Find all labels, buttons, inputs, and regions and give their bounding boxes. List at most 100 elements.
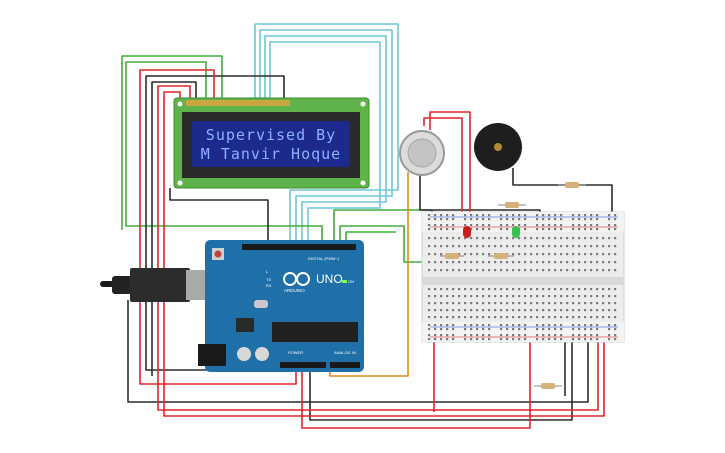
- breadboard-hole: [488, 214, 491, 217]
- breadboard-hole: [584, 218, 587, 221]
- breadboard-hole: [596, 324, 599, 327]
- wire-cyan-2[interactable]: [259, 29, 393, 245]
- breadboard-hole: [482, 309, 485, 312]
- red-led[interactable]: [463, 226, 471, 238]
- breadboard-hole: [512, 261, 515, 264]
- breadboard-hole: [464, 261, 467, 264]
- breadboard-hole: [434, 316, 437, 319]
- resistor[interactable]: [440, 253, 464, 259]
- resistor[interactable]: [558, 182, 586, 188]
- lcd-mount-hole: [177, 101, 183, 107]
- breadboard-hole: [494, 245, 497, 248]
- breadboard-hole: [536, 214, 539, 217]
- usb-cable[interactable]: [100, 268, 212, 302]
- breadboard-hole: [470, 218, 473, 221]
- breadboard-hole: [536, 334, 539, 337]
- breadboard-hole: [452, 237, 455, 240]
- breadboard-hole: [434, 328, 437, 331]
- breadboard-hole: [584, 309, 587, 312]
- breadboard-hole: [446, 295, 449, 298]
- breadboard-hole: [452, 309, 455, 312]
- breadboard-hole: [452, 334, 455, 337]
- wire-cyan-1[interactable]: [254, 23, 399, 245]
- breadboard-hole: [452, 214, 455, 217]
- breadboard-hole: [494, 261, 497, 264]
- breadboard-hole: [596, 302, 599, 305]
- wire-green-lcd[interactable]: [125, 61, 323, 245]
- breadboard-hole: [560, 334, 563, 337]
- wire-red-sensor-2[interactable]: [429, 111, 471, 232]
- breadboard-hole: [596, 245, 599, 248]
- breadboard-hole: [512, 214, 515, 217]
- wire-black-lcd[interactable]: [145, 75, 300, 371]
- wire-red-lcd-2[interactable]: [157, 85, 599, 411]
- breadboard-hole: [512, 224, 515, 227]
- breadboard-hole: [512, 288, 515, 291]
- breadboard-hole: [440, 261, 443, 264]
- breadboard-hole: [476, 228, 479, 231]
- breadboard-hole: [572, 228, 575, 231]
- breadboard-hole: [518, 224, 521, 227]
- breadboard-hole: [500, 269, 503, 272]
- breadboard-hole: [578, 253, 581, 256]
- wire-black-gnd[interactable]: [127, 300, 589, 403]
- atmega-chip: [272, 322, 358, 342]
- wire-black-lcd-3[interactable]: [169, 188, 269, 245]
- wire-black-lcd-2[interactable]: [151, 81, 197, 376]
- breadboard-hole: [500, 316, 503, 319]
- breadboard-hole: [464, 269, 467, 272]
- wire-cyan-4[interactable]: [269, 41, 381, 245]
- breadboard-hole: [572, 253, 575, 256]
- wire-red-sensor[interactable]: [423, 117, 463, 232]
- piezo-buzzer[interactable]: [474, 123, 522, 171]
- breadboard-hole: [608, 261, 611, 264]
- breadboard-hole: [590, 228, 593, 231]
- breadboard-hole: [602, 288, 605, 291]
- breadboard-hole: [596, 214, 599, 217]
- breadboard-hole: [524, 324, 527, 327]
- breadboard-hole: [578, 288, 581, 291]
- arduino-brand-label: ARDUINO: [284, 288, 305, 293]
- breadboard-hole: [452, 316, 455, 319]
- resistor[interactable]: [498, 202, 526, 208]
- breadboard-hole: [566, 245, 569, 248]
- wire-green-lcd-2[interactable]: [121, 55, 223, 230]
- breadboard-hole: [602, 245, 605, 248]
- breadboard-hole: [494, 302, 497, 305]
- breadboard-hole: [476, 288, 479, 291]
- wire-red-5v[interactable]: [301, 322, 531, 429]
- breadboard-hole: [428, 309, 431, 312]
- breadboard-hole: [428, 295, 431, 298]
- breadboard-hole: [548, 309, 551, 312]
- resistor[interactable]: [488, 253, 514, 259]
- breadboard-hole: [506, 214, 509, 217]
- breadboard-hole: [572, 309, 575, 312]
- breadboard-hole: [542, 253, 545, 256]
- breadboard-hole: [500, 237, 503, 240]
- breadboard-hole: [518, 295, 521, 298]
- wire-black-gnd-2[interactable]: [309, 322, 573, 421]
- breadboard-hole: [566, 261, 569, 264]
- breadboard-hole: [536, 218, 539, 221]
- wire-cyan-3[interactable]: [264, 35, 387, 245]
- breadboard-hole: [590, 324, 593, 327]
- resistor[interactable]: [534, 383, 562, 389]
- breadboard-trench: [422, 277, 624, 285]
- breadboard-hole: [524, 261, 527, 264]
- breadboard-hole: [548, 237, 551, 240]
- breadboard-hole: [428, 253, 431, 256]
- wire-red-lcd[interactable]: [139, 69, 297, 385]
- gas-sensor[interactable]: [399, 130, 445, 176]
- breadboard-hole: [458, 245, 461, 248]
- breadboard-hole: [578, 245, 581, 248]
- breadboard[interactable]: [421, 211, 625, 343]
- breadboard-hole: [482, 295, 485, 298]
- breadboard-hole: [500, 302, 503, 305]
- breadboard-hole: [434, 288, 437, 291]
- wire-red-lcd-3[interactable]: [163, 91, 605, 417]
- breadboard-hole: [500, 295, 503, 298]
- green-led[interactable]: [512, 226, 520, 238]
- arduino-uno[interactable]: UNO ARDUINO DIGITAL (PWM~) POWER ANALOG …: [100, 240, 364, 372]
- breadboard-hole: [434, 218, 437, 221]
- lcd-display[interactable]: Supervised By M Tanvir Hoque: [173, 97, 370, 189]
